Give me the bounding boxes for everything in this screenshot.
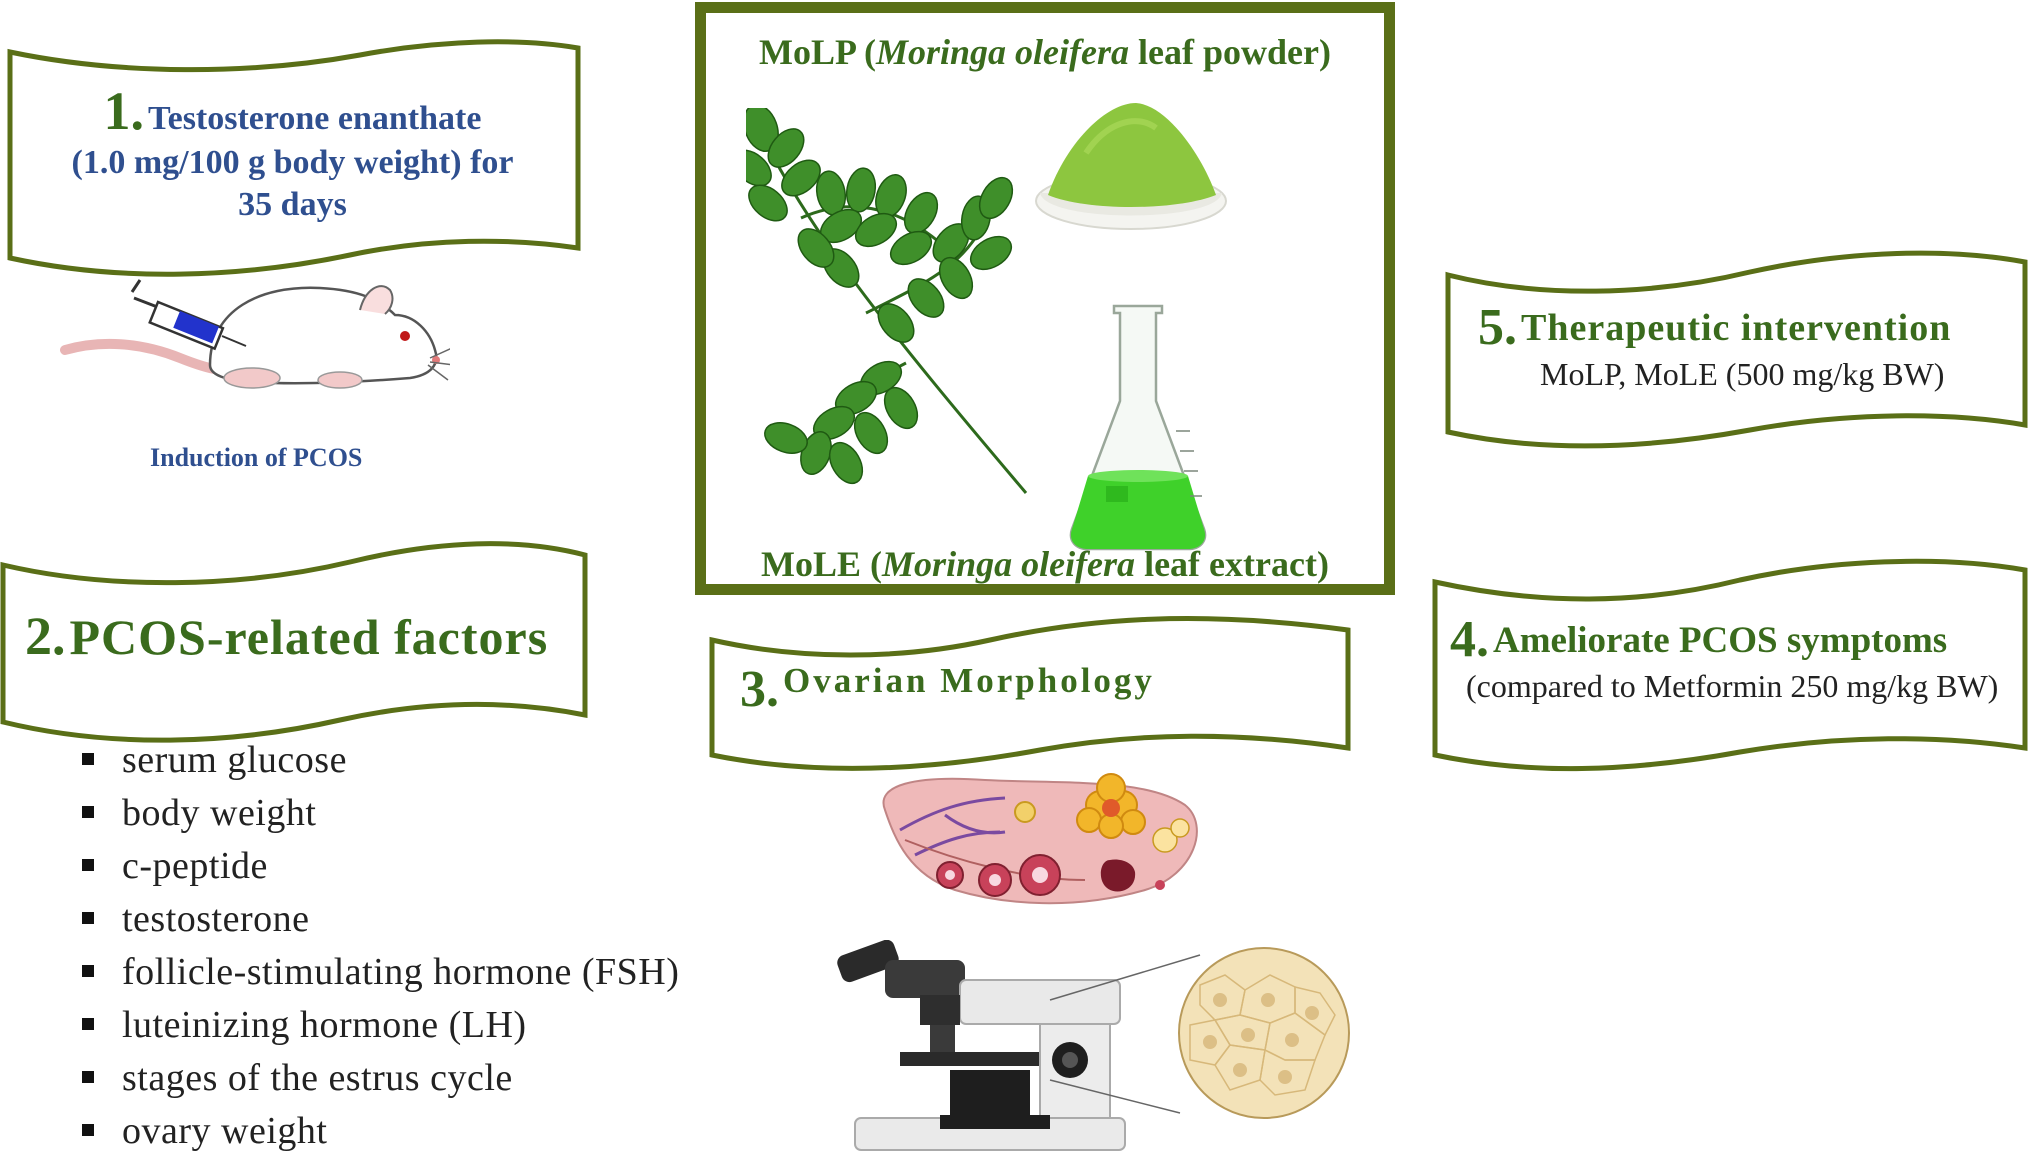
list-item: body weight bbox=[82, 787, 679, 840]
bullet-icon bbox=[82, 1124, 94, 1136]
step5-text: 5. Therapeutic intervention bbox=[1478, 298, 1951, 357]
rat-whiskers bbox=[427, 348, 450, 381]
bullet-icon bbox=[82, 806, 94, 818]
step4-number: 4. bbox=[1450, 611, 1489, 668]
rat-eye bbox=[400, 331, 410, 341]
rat-ear bbox=[359, 285, 394, 315]
moringa-leaf-icon bbox=[746, 108, 1028, 494]
induction-label: Induction of PCOS bbox=[150, 443, 363, 472]
bullet-icon bbox=[82, 965, 94, 977]
bullet-icon bbox=[82, 1018, 94, 1030]
bullet-icon bbox=[82, 753, 94, 765]
step3-title: Ovarian Morphology bbox=[783, 661, 1155, 700]
step2-title: PCOS-related factors bbox=[69, 609, 549, 665]
moringa-panel: MoLP (Moringa oleifera leaf powder) bbox=[695, 2, 1395, 595]
step3-number: 3. bbox=[740, 661, 779, 718]
flask-icon bbox=[1069, 304, 1207, 551]
list-item: testosterone bbox=[82, 893, 679, 946]
step2-text: 2. PCOS-related factors bbox=[25, 605, 548, 667]
step1-dose: (1.0 mg/100 g body weight) for bbox=[71, 144, 514, 181]
ovary-icon bbox=[882, 773, 1198, 905]
list-item: stages of the estrus cycle bbox=[82, 1052, 679, 1105]
step5-number: 5. bbox=[1478, 299, 1517, 356]
bullet-icon bbox=[82, 912, 94, 924]
rat-paw bbox=[223, 367, 281, 389]
powder-bowl-icon bbox=[1035, 103, 1227, 230]
rat-paw bbox=[317, 371, 363, 389]
bullet-icon bbox=[82, 1071, 94, 1083]
list-item: serum glucose bbox=[82, 734, 679, 787]
step5-title: Therapeutic intervention bbox=[1521, 307, 1952, 349]
step1-number: 1. bbox=[103, 81, 145, 141]
step1-text: 1. Testosterone enanthate (1.0 mg/100 g … bbox=[20, 80, 565, 224]
step1-title: Testosterone enanthate bbox=[148, 100, 482, 137]
list-item: follicle-stimulating hormone (FSH) bbox=[82, 946, 679, 999]
list-item: c-peptide bbox=[82, 840, 679, 893]
syringe-icon bbox=[130, 279, 247, 351]
mole-caption: MoLE (Moringa oleifera leaf extract) bbox=[761, 544, 1329, 584]
step4-subtitle: (compared to Metformin 250 mg/kg BW) bbox=[1466, 668, 1999, 704]
rat-icon bbox=[60, 279, 450, 389]
step4-text: 4. Ameliorate PCOS symptoms bbox=[1450, 610, 1947, 669]
pcos-factor-list: serum glucose body weight c-peptide test… bbox=[82, 734, 679, 1158]
step1-duration: 35 days bbox=[238, 186, 347, 223]
molp-caption: MoLP (Moringa oleifera leaf powder) bbox=[759, 32, 1331, 72]
list-item: ovary weight bbox=[82, 1105, 679, 1158]
step3-text: 3. Ovarian Morphology bbox=[740, 660, 1155, 719]
step2-number: 2. bbox=[25, 606, 66, 666]
list-item: luteinizing hormone (LH) bbox=[82, 999, 679, 1052]
bullet-icon bbox=[82, 859, 94, 871]
cell-magnified-icon bbox=[1049, 947, 1350, 1119]
step4-title: Ameliorate PCOS symptoms bbox=[1493, 620, 1948, 661]
step5-subtitle: MoLP, MoLE (500 mg/kg BW) bbox=[1540, 356, 1945, 392]
